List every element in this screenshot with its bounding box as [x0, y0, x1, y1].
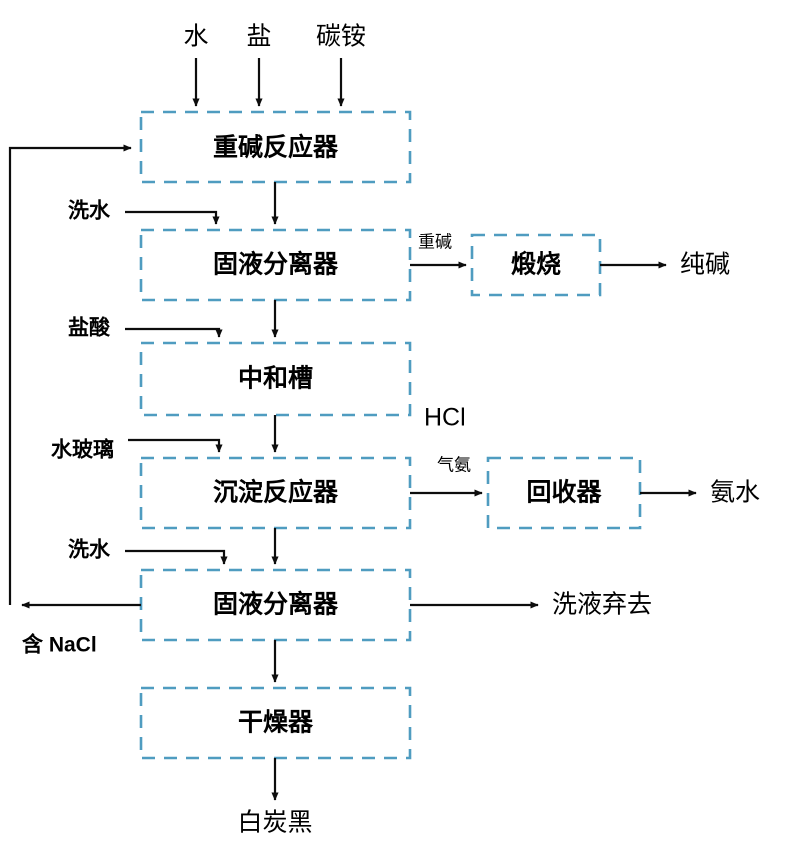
- unit-box-neutralization-tank[interactable]: [139, 341, 412, 417]
- side-input-label-wash-water-1: 洗水: [68, 200, 111, 223]
- unit-box-recovery-unit[interactable]: [486, 456, 642, 530]
- arrow-water-glass: [128, 438, 223, 453]
- unit-box-heavy-alkali-reactor[interactable]: [139, 110, 412, 184]
- stream-label-crude-soda: 重碱: [418, 232, 452, 251]
- unit-label-calciner: 煅烧: [511, 250, 561, 279]
- unit-label-solid-liquid-separator-2: 固液分离器: [213, 590, 339, 619]
- arrow-hydrochloric-acid: [125, 327, 223, 338]
- arrow-wash-water-2: [125, 549, 228, 565]
- side-input-label-water-glass: 水玻璃: [51, 438, 114, 462]
- stream-label-hcl: HCl: [424, 404, 466, 432]
- feed-label-salt: 盐: [246, 23, 271, 51]
- arrow-nacl-recycle-to-reactor: [8, 144, 132, 605]
- output-label-white-carbon-black: 白炭黑: [237, 809, 312, 837]
- side-input-label-hydrochloric-acid: 盐酸: [68, 316, 111, 340]
- unit-box-precipitation-reactor[interactable]: [139, 456, 412, 530]
- output-label-wash-liquid-discard: 洗液弃去: [552, 591, 652, 619]
- unit-label-dryer: 干燥器: [238, 709, 314, 737]
- output-label-soda-ash: 纯碱: [680, 251, 730, 279]
- stream-label-ammonia-gas: 气氨: [437, 455, 471, 474]
- unit-label-heavy-alkali-reactor: 重碱反应器: [213, 133, 339, 162]
- unit-label-solid-liquid-separator-1: 固液分离器: [213, 250, 339, 279]
- feed-label-ammonium-bicarbonate: 碳铵: [316, 23, 366, 51]
- feed-label-water: 水: [183, 23, 208, 51]
- output-label-ammonia-water: 氨水: [710, 479, 760, 507]
- arrow-wash-water-1: [125, 210, 220, 225]
- unit-box-dryer[interactable]: [139, 686, 412, 760]
- unit-label-precipitation-reactor: 沉淀反应器: [213, 478, 339, 507]
- unit-box-solid-liquid-separator-1[interactable]: [139, 228, 412, 302]
- stream-label-nacl-recycle: 含 NaCl: [22, 633, 97, 657]
- side-input-label-wash-water-2: 洗水: [68, 539, 111, 562]
- unit-label-neutralization-tank: 中和槽: [238, 364, 313, 393]
- unit-label-recovery-unit: 回收器: [526, 479, 602, 507]
